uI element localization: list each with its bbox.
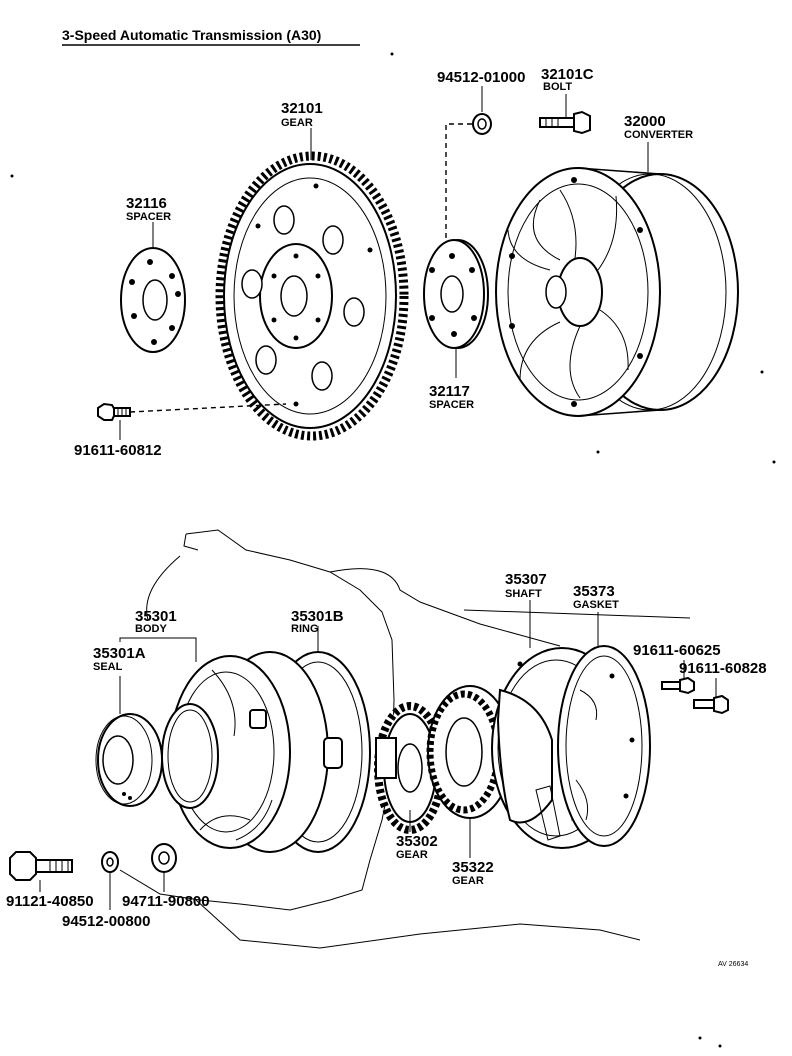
flywheel-gear-32101	[215, 151, 409, 441]
label-35322-number: 35322	[452, 859, 494, 876]
seal-35301A	[95, 713, 163, 807]
label-32101-name: GEAR	[281, 117, 313, 129]
spacer-32117	[423, 239, 489, 349]
label-35302-number: 35302	[396, 833, 438, 850]
bolt-91611-60812	[97, 402, 131, 421]
leader-35301	[119, 637, 197, 662]
drive-gear-35302	[374, 702, 446, 834]
label-35301-name: BODY	[135, 623, 167, 635]
label-32116-number: 32116	[126, 195, 167, 212]
label-32000-number: 32000	[624, 113, 666, 130]
spacer-32116	[120, 247, 186, 353]
gasket-35373	[557, 645, 651, 847]
label-91611-60812: 91611-60812	[74, 442, 162, 459]
label-32101-number: 32101	[281, 100, 323, 117]
dash-bolt-to-gear	[129, 403, 287, 413]
label-32117-number: 32117	[429, 383, 470, 400]
label-35301B-name: RING	[291, 623, 319, 635]
label-94711-90800: 94711-90800	[122, 893, 210, 910]
diagram-title: 3-Speed Automatic Transmission (A30)	[62, 27, 321, 43]
label-35301A-name: SEAL	[93, 661, 123, 673]
label-91611-60625: 91611-60625	[633, 642, 721, 659]
label-32117-name: SPACER	[429, 399, 474, 411]
label-35307-name: SHAFT	[505, 588, 542, 600]
label-35322-name: GEAR	[452, 875, 484, 887]
washer-94512-00800	[101, 851, 119, 873]
label-35307-number: 35307	[505, 571, 547, 588]
label-94512-00800: 94512-00800	[62, 913, 150, 930]
label-32101C-number: 32101C	[541, 66, 594, 83]
o-ring	[161, 703, 219, 809]
label-32000-name: CONVERTER	[624, 129, 693, 141]
label-35301A-number: 35301A	[93, 645, 146, 662]
label-35373-number: 35373	[573, 583, 615, 600]
bolt-91611-60625	[661, 676, 695, 695]
washer-94512-01000	[472, 113, 492, 135]
label-35373-name: GASKET	[573, 599, 619, 611]
driven-gear-35322	[426, 685, 513, 819]
diagram-reference-code: AV 26634	[718, 961, 748, 968]
bolt-91121-40850	[9, 851, 73, 881]
label-32116-name: SPACER	[126, 211, 171, 223]
leader-shaft-gasket	[463, 609, 691, 619]
nut-94711-90800	[151, 843, 177, 873]
label-35301-number: 35301	[135, 608, 177, 625]
label-94512-01000: 94512-01000	[437, 69, 525, 86]
label-35301B-number: 35301B	[291, 608, 344, 625]
label-91611-60828: 91611-60828	[679, 660, 767, 677]
label-32101C-name: BOLT	[543, 81, 572, 93]
bolt-32101C	[539, 110, 591, 135]
label-35302-name: GEAR	[396, 849, 428, 861]
dash-washer-to-spacer	[445, 123, 472, 240]
torque-converter-32000	[495, 167, 739, 417]
bolt-91611-60828	[693, 694, 729, 715]
label-91121-40850: 91121-40850	[6, 893, 94, 910]
